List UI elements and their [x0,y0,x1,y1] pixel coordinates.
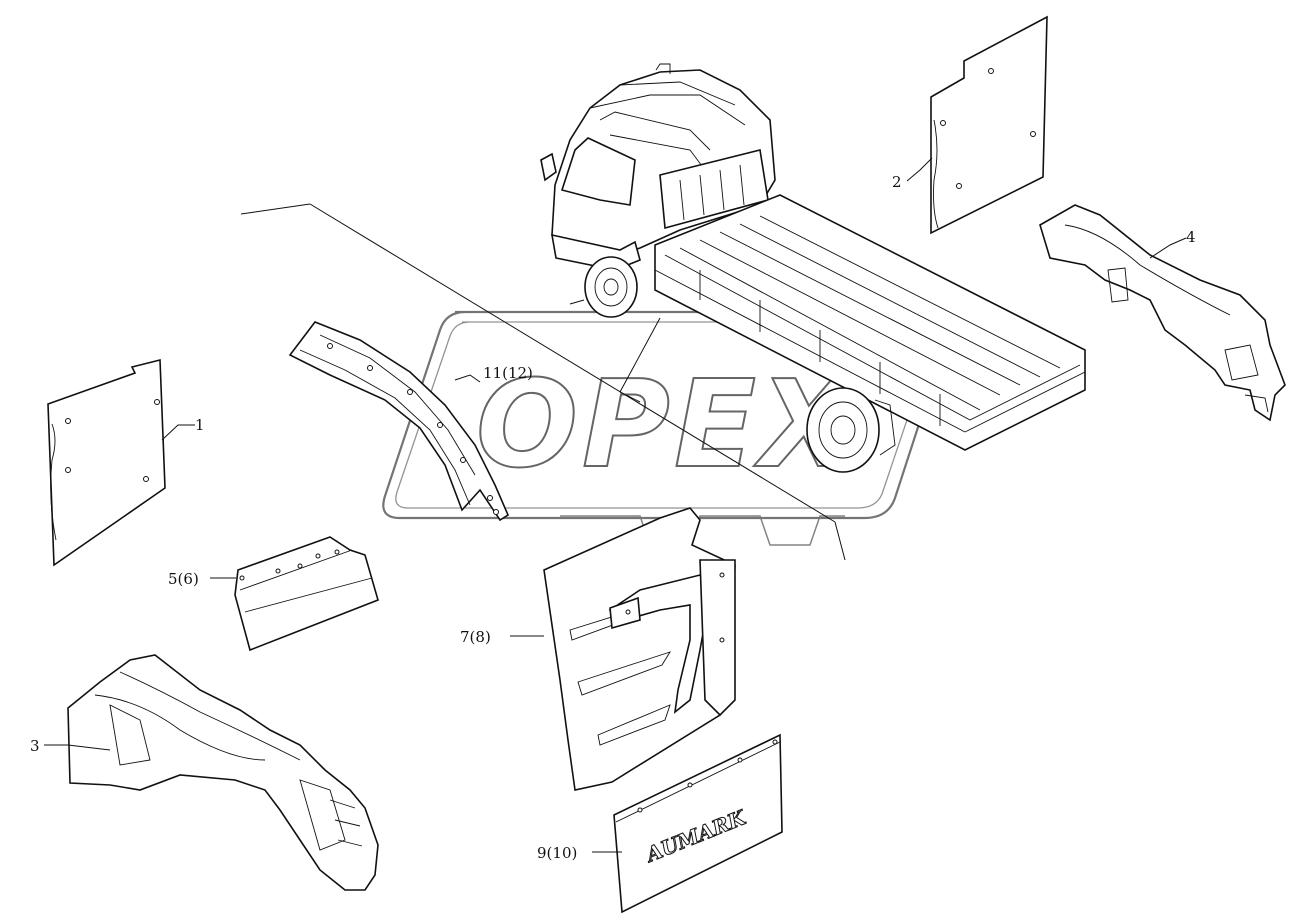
callout-5-6: 5(6) [168,570,199,588]
callout-1: 1 [195,416,205,434]
callout-labels: 1 2 3 4 5(6) 7(8) 9(10) 11(12) [30,173,1196,862]
watermark-text: OPEX [476,356,858,495]
callout-11-12: 11(12) [483,364,533,382]
part-2-panel [930,15,1048,235]
callout-4: 4 [1186,228,1196,246]
leader-lines [44,157,1187,853]
part-9-mudflap: AUMARK [613,733,783,914]
callout-7-8: 7(8) [460,628,491,646]
part-7-splash-guard [543,507,736,791]
part-5-bracket [234,536,379,652]
part-11-bracket [288,321,510,522]
part-1-panel [47,358,166,567]
watermark-logo: OPEX [382,310,951,546]
part-3-liner [67,654,379,891]
truck-illustration [540,63,1086,473]
callout-3: 3 [30,737,40,755]
callout-9-10: 9(10) [537,844,577,862]
part-4-liner [1039,204,1286,422]
callout-2: 2 [892,173,902,191]
